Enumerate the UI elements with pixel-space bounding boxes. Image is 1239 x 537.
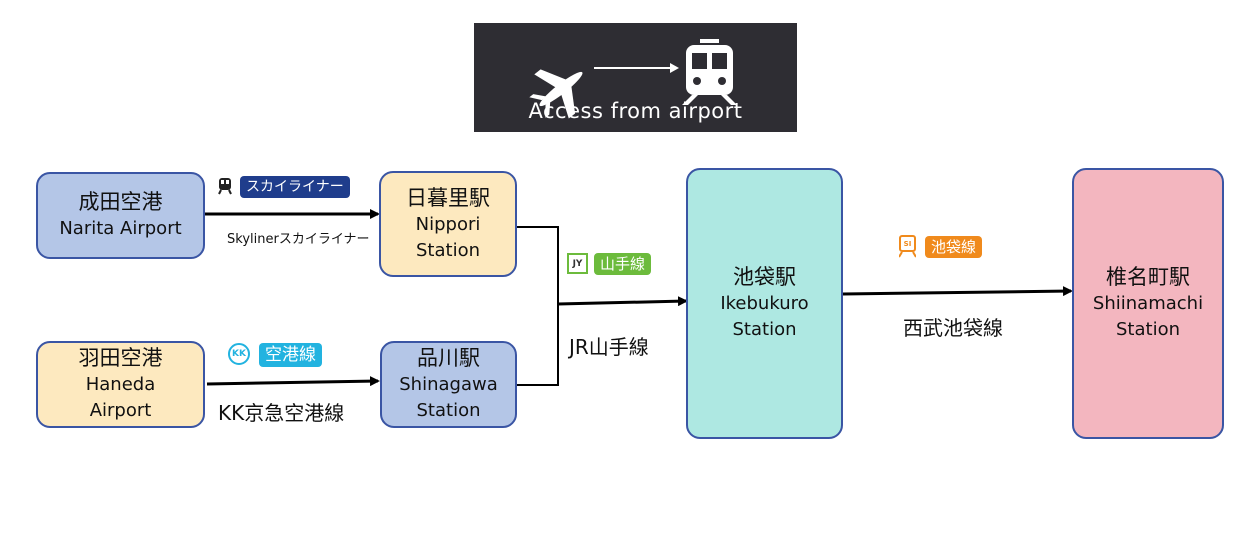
yamanote-arrow bbox=[557, 296, 688, 307]
train-small-icon bbox=[218, 178, 232, 195]
yamanote-line-icon: JY bbox=[567, 253, 588, 274]
narita-jp: 成田空港 bbox=[78, 190, 163, 214]
access-banner: Access from airport bbox=[474, 23, 797, 132]
shiinamachi-jp: 椎名町駅 bbox=[1106, 265, 1190, 289]
seibu-label: 西武池袋線 bbox=[903, 316, 1003, 340]
banner-graphic bbox=[529, 39, 737, 119]
nippori-en-2: Station bbox=[416, 239, 480, 261]
yamanote-label: JR山手線 bbox=[569, 335, 649, 359]
arrow-icon bbox=[594, 63, 679, 73]
skyliner-label: Skylinerスカイライナー bbox=[227, 232, 370, 247]
shiinamachi-en-2: Station bbox=[1116, 319, 1180, 340]
haneda-en-1: Haneda bbox=[85, 374, 156, 395]
keikyu-label: KK京急空港線 bbox=[218, 401, 345, 425]
shiinamachi-station-box: 椎名町駅 Shiinamachi Station bbox=[1072, 168, 1224, 439]
seibu-badge: 池袋線 bbox=[925, 236, 983, 258]
seibu-arrow bbox=[842, 286, 1073, 297]
narita-airport-box: 成田空港 Narita Airport bbox=[36, 172, 205, 259]
haneda-en-2: Airport bbox=[89, 400, 152, 421]
airplane-icon bbox=[529, 69, 583, 119]
shinagawa-station-box: 品川駅 Shinagawa Station bbox=[380, 341, 517, 428]
shiinamachi-en-1: Shiinamachi bbox=[1092, 293, 1204, 314]
skyliner-badge: スカイライナー bbox=[240, 176, 350, 198]
nippori-jp: 日暮里駅 bbox=[406, 185, 490, 210]
narita-en: Narita Airport bbox=[59, 218, 182, 239]
seibu-rail-icon bbox=[899, 252, 916, 258]
seibu-line-icon: SI bbox=[899, 235, 916, 252]
nippori-connector bbox=[517, 226, 559, 386]
train-icon bbox=[682, 39, 737, 105]
keikyu-line-icon: KK bbox=[228, 343, 250, 365]
nippori-en-1: Nippori bbox=[415, 213, 481, 235]
shinagawa-jp: 品川駅 bbox=[417, 346, 480, 370]
ikebukuro-jp: 池袋駅 bbox=[733, 265, 796, 289]
shinagawa-en-2: Station bbox=[416, 400, 481, 421]
banner-title: Access from airport bbox=[528, 99, 743, 123]
shinagawa-en-1: Shinagawa bbox=[399, 374, 498, 395]
ikebukuro-en-2: Station bbox=[732, 319, 797, 340]
keikyu-arrow bbox=[206, 376, 380, 387]
haneda-jp: 羽田空港 bbox=[78, 346, 163, 370]
haneda-airport-box: 羽田空港 Haneda Airport bbox=[36, 341, 205, 428]
keikyu-badge: 空港線 bbox=[259, 343, 322, 367]
yamanote-badge: 山手線 bbox=[594, 253, 652, 275]
ikebukuro-en-1: Ikebukuro bbox=[720, 293, 809, 314]
nippori-station-box: 日暮里駅 Nippori Station bbox=[379, 171, 517, 277]
ikebukuro-station-box: 池袋駅 Ikebukuro Station bbox=[686, 168, 843, 439]
